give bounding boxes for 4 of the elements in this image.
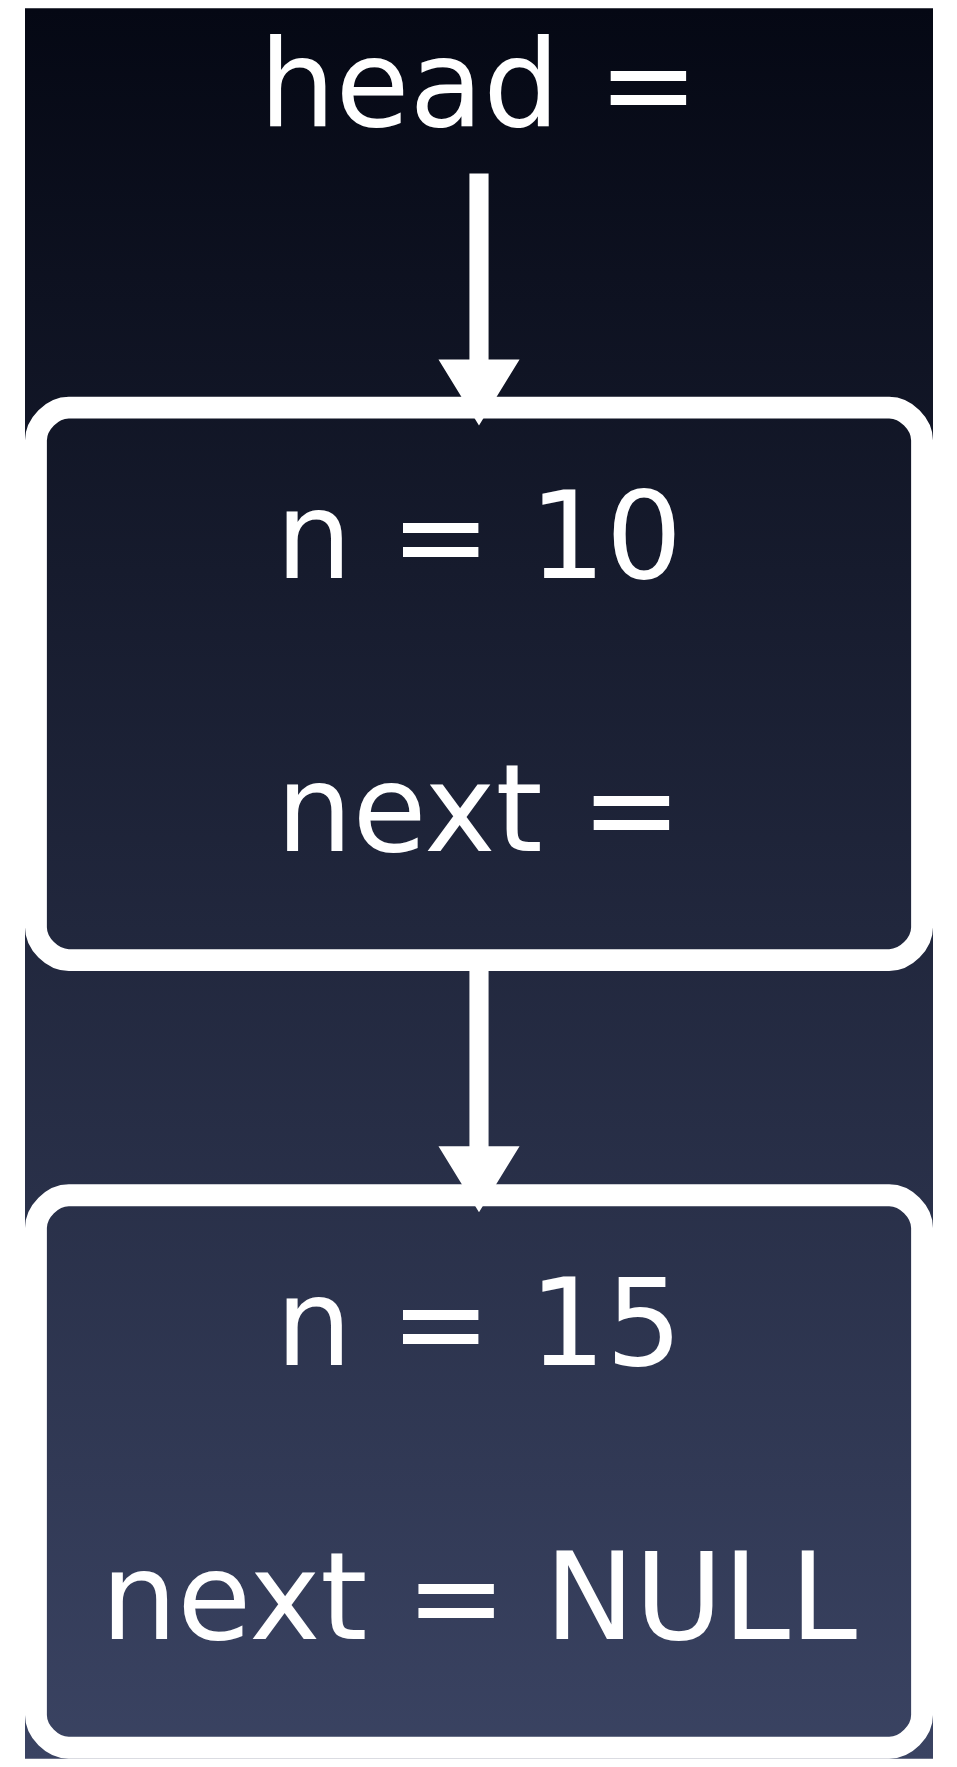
node-box: n = 10 next = <box>24 396 933 972</box>
arrow <box>438 173 520 426</box>
node-text: head = <box>258 14 699 155</box>
node-box: n = 15 next = NULL <box>24 1184 933 1759</box>
